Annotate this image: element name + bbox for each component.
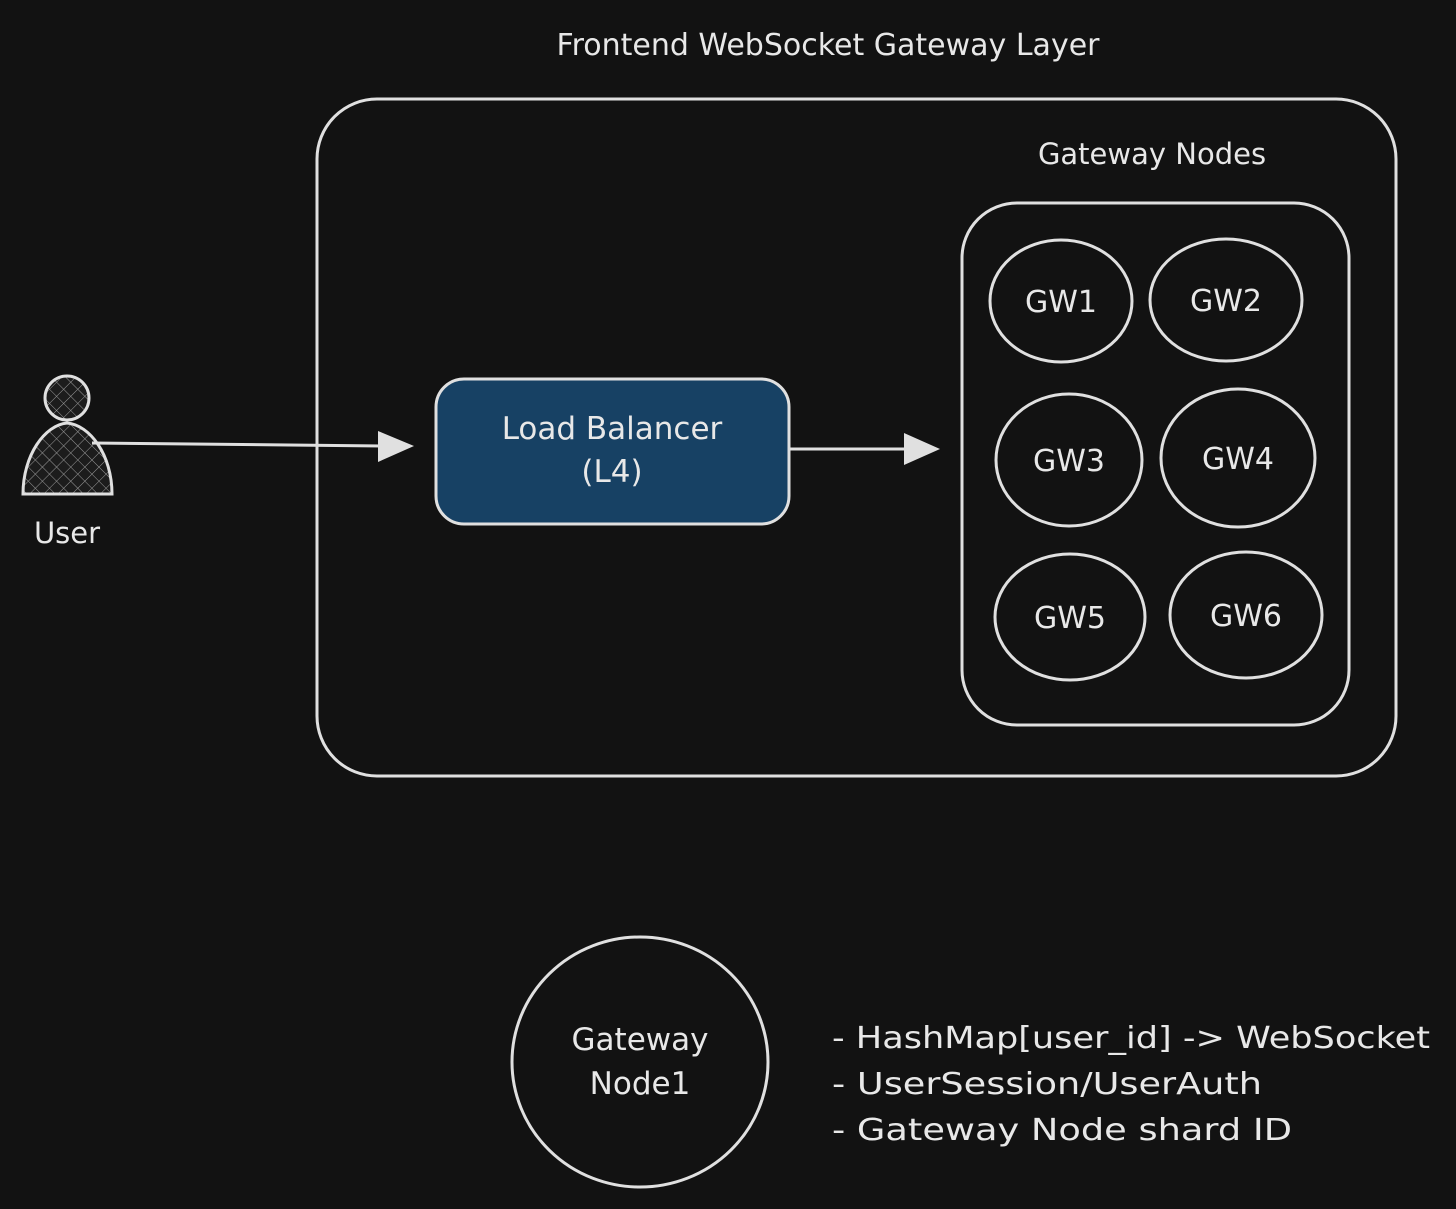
diagram-title: Frontend WebSocket Gateway Layer — [557, 28, 1101, 63]
user-icon — [21, 374, 114, 496]
gateway-node-detail-label: Gateway — [572, 1022, 709, 1058]
gateway-layer-container — [315, 97, 1398, 778]
user-label: User — [34, 516, 100, 550]
user-actor: User — [21, 374, 114, 550]
gateway-node-gw6: GW6 — [1168, 550, 1324, 680]
note-shard-id: - Gateway Node shard ID — [832, 1113, 1292, 1148]
gateway-node-label: GW6 — [1210, 599, 1282, 634]
note-user-session: - UserSession/UserAuth — [832, 1067, 1262, 1102]
arrow-user-to-load-balancer — [91, 431, 414, 462]
gateway-nodes-container — [960, 201, 1351, 727]
gateway-node-gw5: GW5 — [993, 552, 1147, 682]
gateway-node-detail: Gateway Node1 — [510, 935, 770, 1189]
load-balancer: Load Balancer (L4) — [434, 377, 791, 526]
gateway-node-detail-sublabel: Node1 — [590, 1066, 691, 1102]
gateway-node-label: GW3 — [1033, 444, 1105, 479]
gateway-nodes-label: Gateway Nodes — [1038, 137, 1266, 171]
gateway-node-gw2: GW2 — [1148, 237, 1304, 363]
gateway-node-gw4: GW4 — [1159, 387, 1317, 529]
gateway-node-label: GW5 — [1034, 601, 1106, 636]
arrow-load-balancer-to-gateways — [790, 433, 940, 465]
gateway-node-label: GW1 — [1025, 285, 1097, 320]
load-balancer-label: Load Balancer — [502, 411, 723, 447]
gateway-node-label: GW2 — [1190, 284, 1262, 319]
gateway-node-notes: - HashMap[user_id] -> WebSocket - UserSe… — [832, 1021, 1430, 1148]
gateway-node-gw3: GW3 — [994, 392, 1144, 528]
gateway-node-label: GW4 — [1202, 442, 1274, 477]
gateway-node-gw1: GW1 — [988, 238, 1134, 364]
load-balancer-sublabel: (L4) — [581, 454, 642, 490]
note-hashmap: - HashMap[user_id] -> WebSocket — [832, 1021, 1430, 1056]
